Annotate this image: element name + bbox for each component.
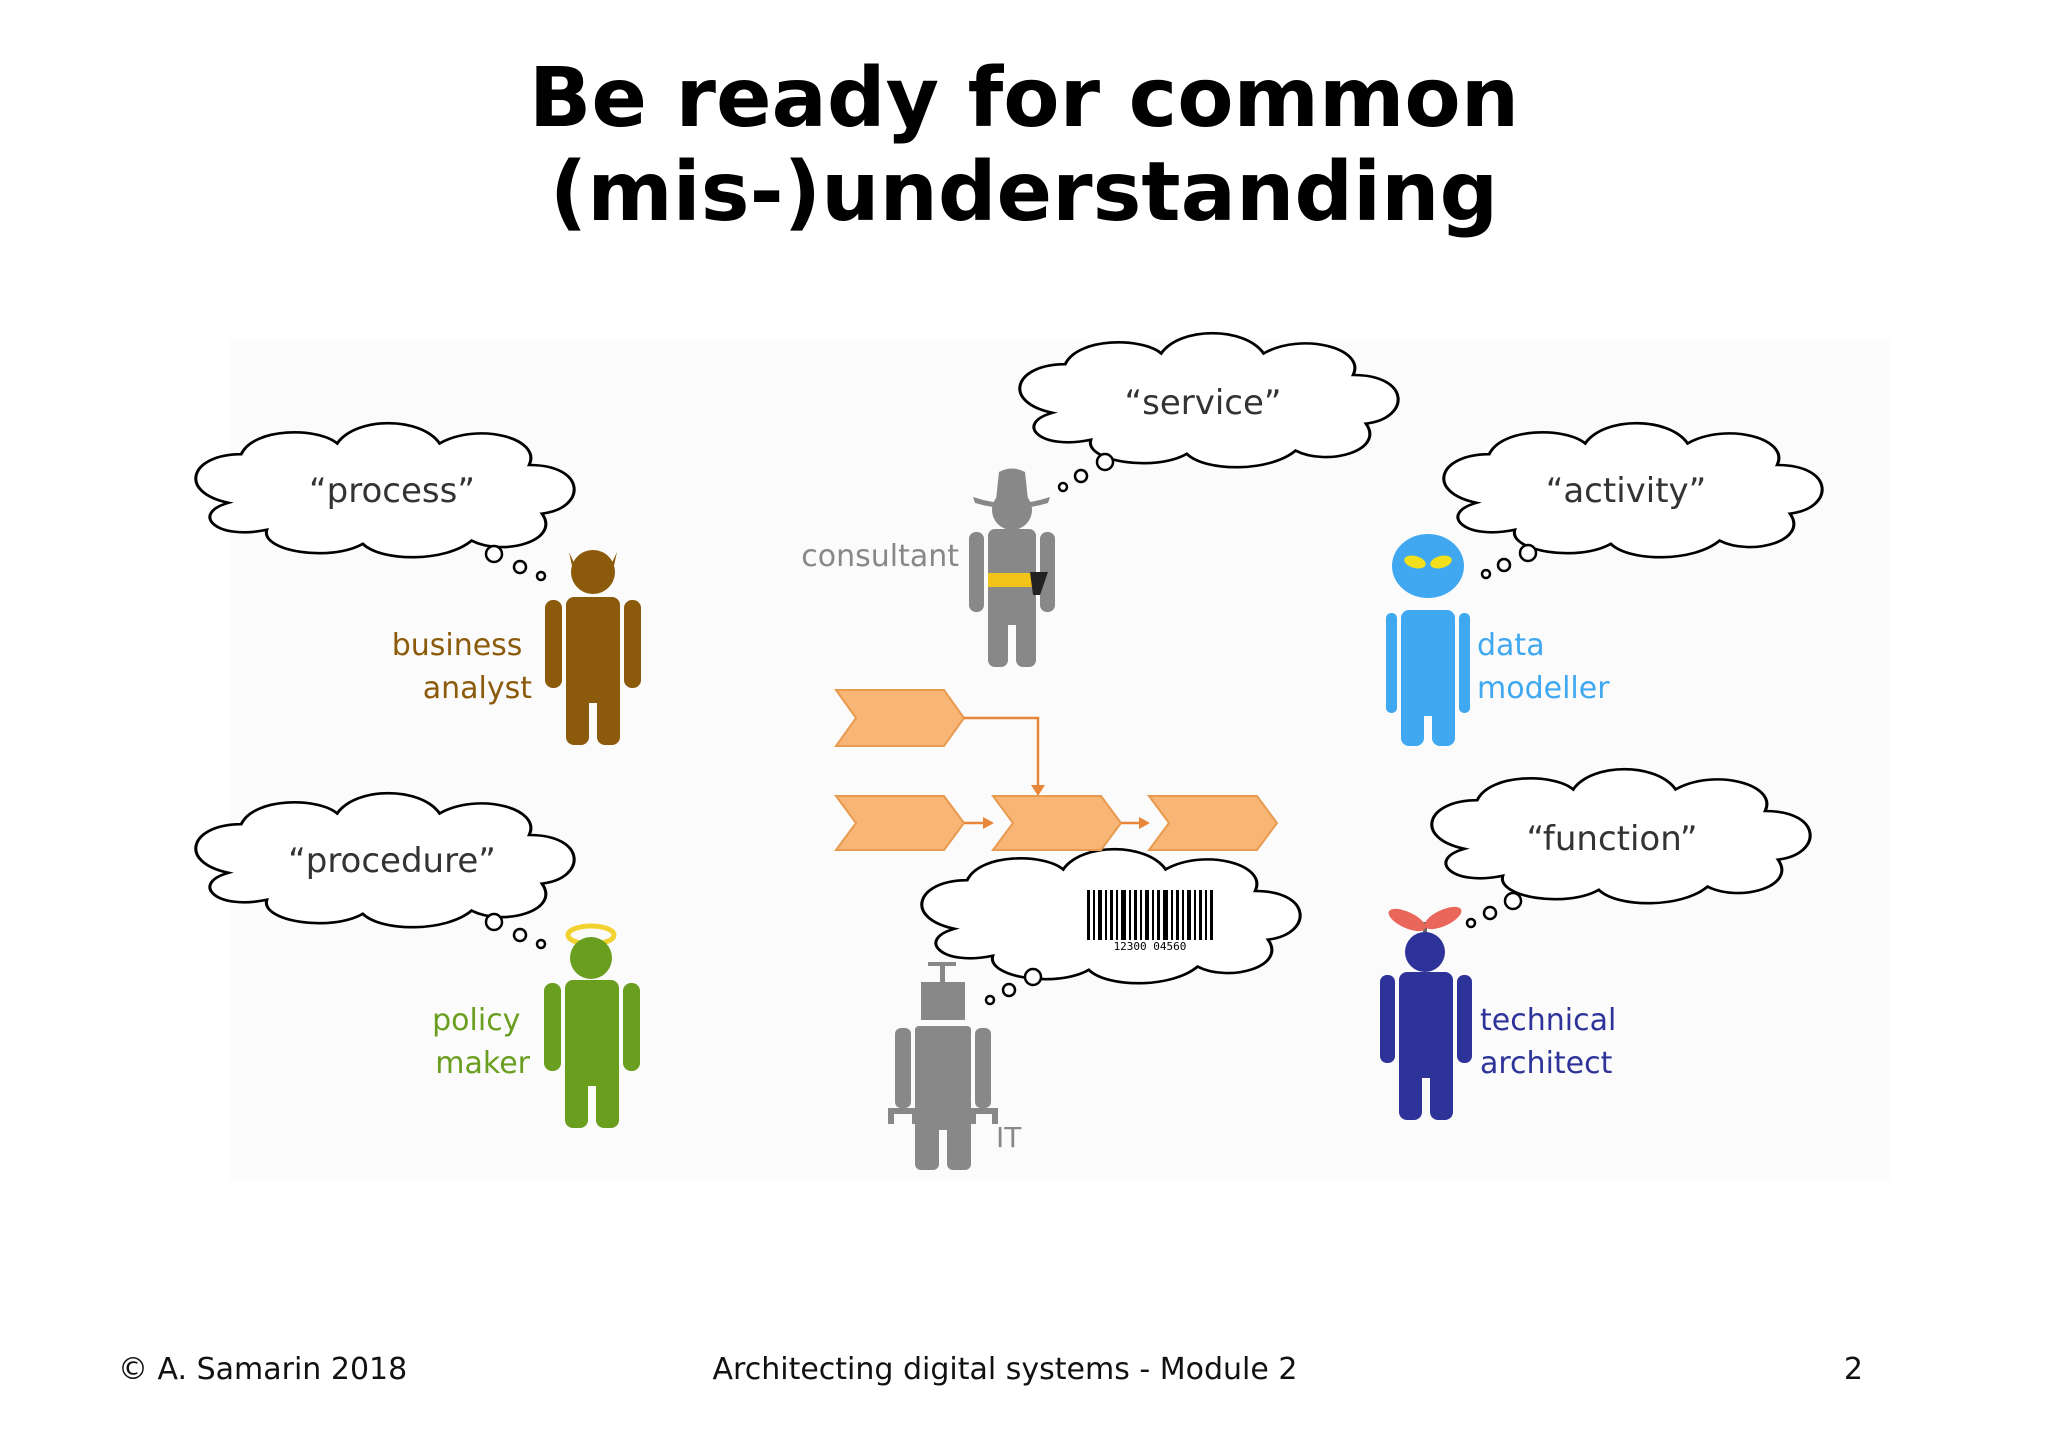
title-line-1: Be ready for common [528, 51, 1520, 146]
thought-text: “function” [1526, 819, 1697, 859]
process-chevron-3 [1147, 795, 1279, 851]
barcode-text: 12300 04560 [1114, 940, 1187, 953]
process-arrows [964, 716, 1141, 825]
angel-person-icon [544, 923, 640, 1128]
role-label: policy maker [432, 1003, 531, 1081]
thought-bubbles [1057, 452, 1115, 493]
thought-text: “activity” [1546, 471, 1707, 511]
cowboy-person-icon [969, 468, 1055, 667]
business-analyst-group: “process” business analyst [194, 421, 641, 745]
arrowheads [983, 785, 1150, 829]
alien-person-icon [1386, 534, 1470, 746]
thought-bubbles [484, 544, 547, 582]
consultant-group: “service” consultant [801, 331, 1400, 667]
it-group: 12300 04560 IT [888, 847, 1302, 1170]
role-label: IT [996, 1121, 1022, 1154]
process-chevron-top [834, 689, 966, 747]
data-modeller-group: “activity” data modeller [1386, 421, 1824, 746]
title-line-2: (mis-)understanding [549, 145, 1499, 240]
technical-architect-group: “function” technical architect [1380, 767, 1812, 1120]
thought-bubbles [984, 967, 1043, 1006]
thought-text: “procedure” [288, 841, 496, 881]
barcode-icon [1085, 890, 1215, 950]
thought-bubbles [484, 912, 547, 950]
role-label: business analyst [392, 628, 533, 706]
role-label: technical architect [1480, 1003, 1626, 1081]
role-label: data modeller [1477, 628, 1610, 706]
thought-text: “service” [1124, 383, 1281, 423]
thought-bubbles [1465, 891, 1523, 929]
devil-person-icon [545, 550, 641, 745]
propeller-person-icon [1380, 906, 1472, 1120]
footer-course-title: Architecting digital systems - Module 2 [712, 1352, 1298, 1387]
thought-bubbles [1480, 543, 1538, 580]
robot-person-icon [888, 962, 998, 1170]
footer-page-number: 2 [1843, 1352, 1863, 1387]
role-label: consultant [801, 539, 959, 574]
process-chevron-1 [834, 795, 966, 851]
thought-text: “process” [309, 471, 475, 511]
policy-maker-group: “procedure” policy maker [194, 791, 640, 1128]
slide-title: Be ready for common (mis-)understanding [0, 52, 2048, 240]
process-flow [834, 689, 1279, 851]
footer-copyright: © A. Samarin 2018 [118, 1352, 408, 1387]
process-chevron-2 [991, 795, 1123, 851]
